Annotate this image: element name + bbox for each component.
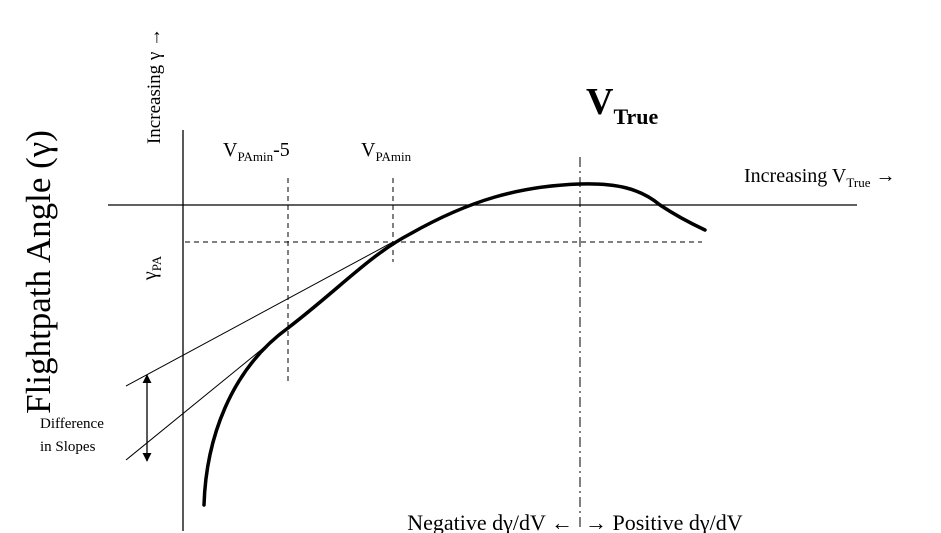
increasing-v-true-label: Increasing VTrue →	[744, 165, 895, 190]
negative-slope-label: Negative dγ/dV ←	[407, 510, 573, 533]
v-true-label: VTrue	[586, 81, 658, 129]
tangent-line-v-pamin	[125, 241, 394, 387]
v-pamin-5-label: VPAmin-5	[223, 139, 290, 164]
gamma-pa-label: γPA	[139, 255, 164, 281]
positive-slope-label: → Positive dγ/dV	[585, 510, 743, 533]
y-axis-title: Flightpath Angle (γ)	[19, 130, 58, 414]
v-pamin-label: VPAmin	[361, 139, 412, 164]
flightpath-curve	[202, 182, 707, 507]
difference-in-slopes-label-line1: Difference	[40, 416, 104, 432]
difference-in-slopes-label-line2: in Slopes	[40, 439, 96, 455]
increasing-gamma-label: Increasing γ →	[144, 28, 165, 144]
